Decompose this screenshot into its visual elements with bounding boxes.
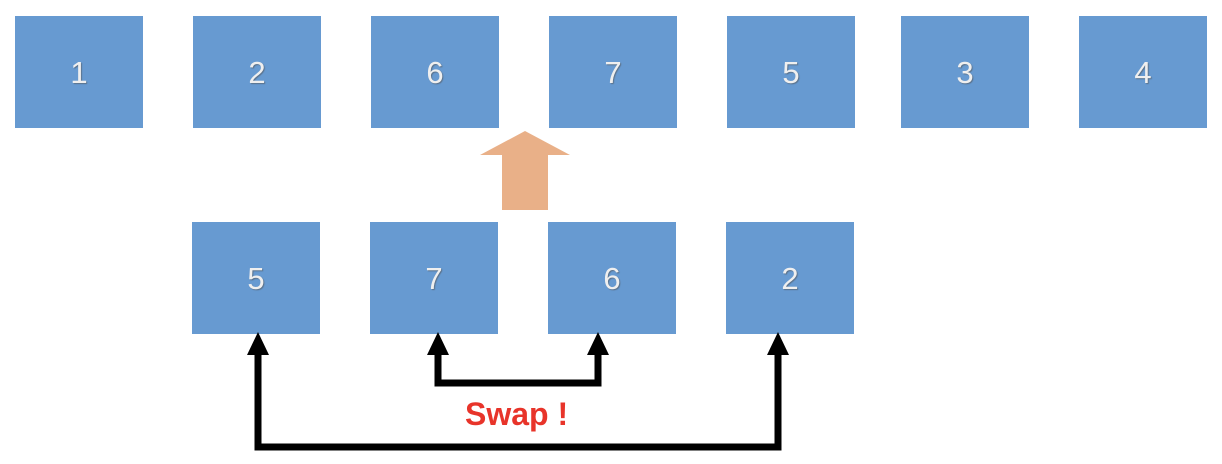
array-box[interactable]: 6 (371, 16, 499, 128)
array-box[interactable]: 2 (193, 16, 321, 128)
arrowhead-icon (587, 332, 609, 355)
array-box-label: 7 (425, 260, 443, 296)
array-box[interactable]: 7 (370, 222, 498, 334)
array-box[interactable]: 6 (548, 222, 676, 334)
array-box-label: 6 (603, 260, 621, 296)
array-box-label: 1 (70, 54, 88, 90)
arrowhead-icon (427, 332, 449, 355)
array-box[interactable]: 5 (192, 222, 320, 334)
array-box-label: 5 (782, 54, 800, 90)
array-box-label: 2 (781, 260, 799, 296)
array-box[interactable]: 2 (726, 222, 854, 334)
array-box-label: 3 (956, 54, 974, 90)
inner-swap-bracket (427, 332, 609, 387)
array-box[interactable]: 5 (727, 16, 855, 128)
arrowhead-icon (767, 332, 789, 355)
orange-up-arrow-icon (480, 131, 570, 210)
array-box[interactable]: 3 (901, 16, 1029, 128)
arrowhead-icon (247, 332, 269, 355)
swap-label: Swap ! (465, 396, 569, 432)
array-box[interactable]: 1 (15, 16, 143, 128)
array-box-label: 4 (1134, 54, 1152, 90)
array-box[interactable]: 4 (1079, 16, 1207, 128)
array-box-label: 6 (426, 54, 444, 90)
array-box-label: 2 (248, 54, 266, 90)
array-box[interactable]: 7 (549, 16, 677, 128)
array-box-label: 5 (247, 260, 265, 296)
array-box-label: 7 (604, 54, 622, 90)
